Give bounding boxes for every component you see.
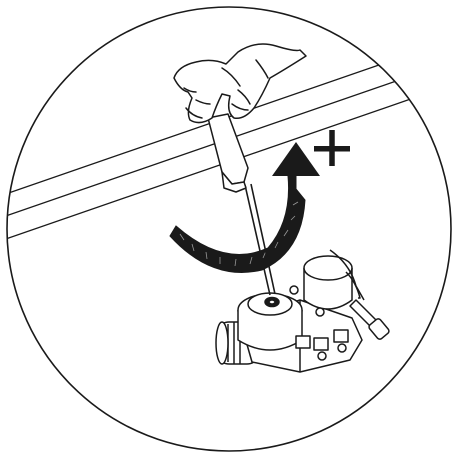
screwdriver — [207, 113, 276, 296]
rotation-arrow-icon — [169, 142, 320, 273]
hand-illustration — [173, 43, 307, 124]
plus-icon — [314, 130, 350, 166]
plus-label: + — [0, 0, 1, 1]
solenoid-valve — [215, 249, 390, 373]
